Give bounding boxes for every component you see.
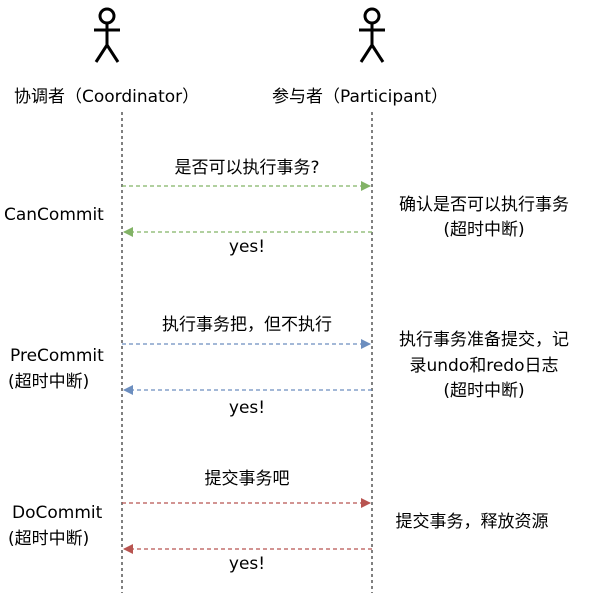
docommit-request-label: 提交事务吧 [204,469,290,489]
participant-label: 参与者（Participant） [272,87,449,107]
coordinator-label: 协调者（Coordinator） [14,87,200,107]
cancommit-action-line-1: 确认是否可以执行事务 [399,195,569,215]
precommit-action-line-2: 录undo和redo日志 [409,356,559,376]
phase-docommit-sub-label: (超时中断) [8,529,90,549]
precommit-request-label: 执行事务把，但不执行 [162,315,332,335]
coordinator-actor-icon [94,7,120,63]
docommit-action-line-1: 提交事务，释放资源 [395,512,549,532]
phase-cancommit-label: CanCommit [4,205,104,225]
precommit-reply-label: yes! [228,398,266,418]
docommit-reply-label: yes! [228,554,266,574]
phase-docommit-label: DoCommit [12,503,103,523]
phase-precommit-sub-label: (超时中断) [8,372,90,392]
precommit-action-line-1: 执行事务准备提交，记 [399,330,569,350]
cancommit-request-label: 是否可以执行事务? [174,158,320,178]
precommit-action-line-3: (超时中断) [443,381,525,401]
cancommit-action-line-2: (超时中断) [443,220,525,240]
cancommit-reply-label: yes! [228,237,266,257]
participant-actor-icon [359,7,385,63]
phase-precommit-label: PreCommit [10,346,104,366]
